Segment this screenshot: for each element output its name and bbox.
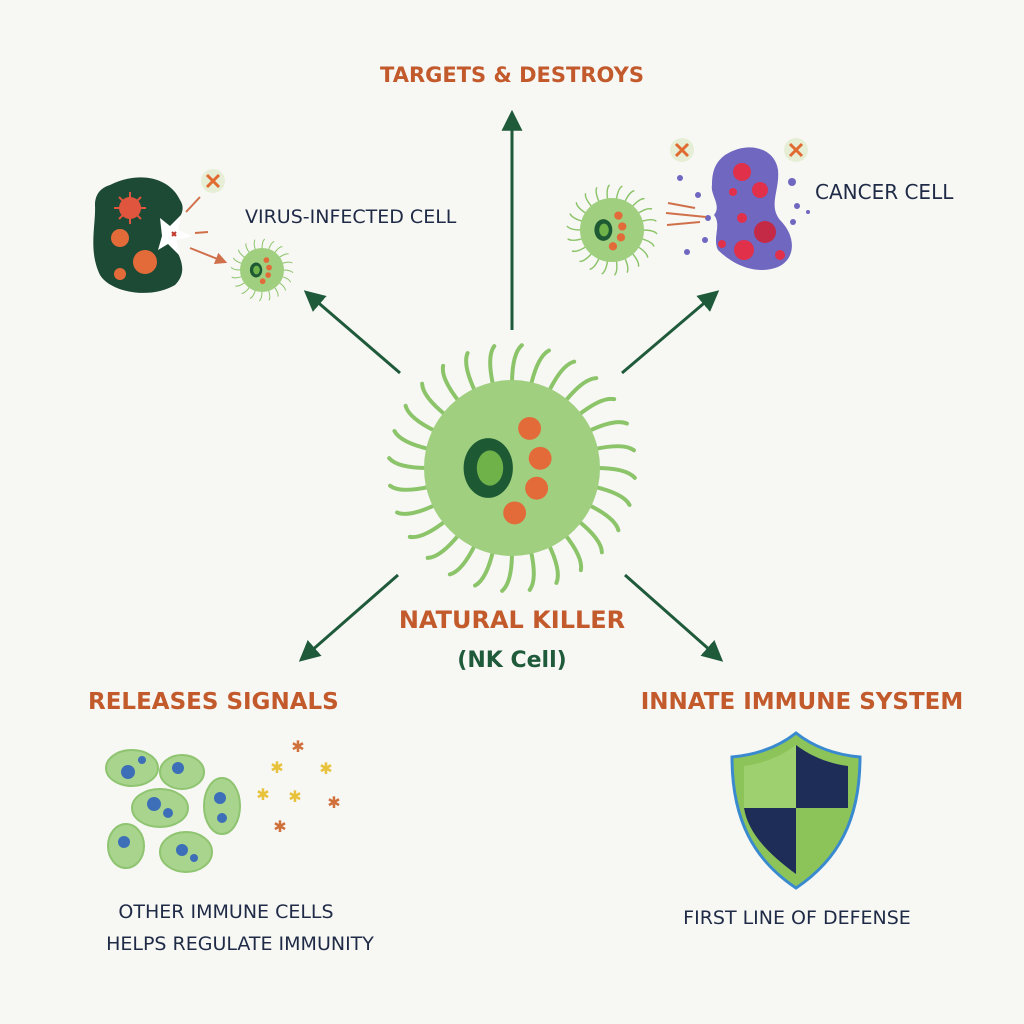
svg-text:✱: ✱	[256, 785, 269, 804]
signal-stars-icon: ✱ ✱ ✱ ✱ ✱ ✱ ✱	[256, 737, 340, 836]
svg-text:✱: ✱	[319, 759, 332, 778]
cancer-cell-icon	[665, 147, 810, 270]
immune-cells-cluster-icon	[105, 749, 241, 873]
nk-cell-icon	[387, 343, 637, 593]
x-badge-icon	[670, 138, 694, 162]
virus-infected-label: VIRUS-INFECTED CELL	[245, 206, 457, 228]
regulate-immunity-text: HELPS REGULATE IMMUNITY	[106, 933, 374, 955]
svg-text:✱: ✱	[270, 758, 283, 777]
arrow-up-right	[621, 290, 720, 375]
innate-immune-heading: INNATE IMMUNE SYSTEM	[641, 689, 964, 715]
svg-text:✱: ✱	[273, 817, 286, 836]
x-badge-icon	[784, 138, 808, 162]
first-line-defense-text: FIRST LINE OF DEFENSE	[683, 907, 911, 929]
nk-cell-small-icon	[566, 184, 658, 276]
other-immune-cells-text: OTHER IMMUNE CELLS	[118, 901, 333, 923]
svg-text:✱: ✱	[291, 737, 304, 756]
shield-icon	[730, 731, 862, 890]
nk-cell-small-icon	[230, 238, 294, 302]
arrow-up-left	[303, 290, 401, 375]
center-abbr: (NK Cell)	[457, 648, 566, 673]
arrow-down-left	[298, 573, 399, 662]
x-badge-icon	[201, 169, 225, 193]
releases-signals-heading: RELEASES SIGNALS	[88, 689, 339, 715]
svg-text:✱: ✱	[288, 787, 301, 806]
cancer-cell-label: CANCER CELL	[815, 180, 954, 204]
arrows	[298, 109, 724, 662]
title-targets-destroys: TARGETS & DESTROYS	[380, 63, 644, 87]
virus-infected-cell-icon	[93, 177, 228, 293]
svg-text:✱: ✱	[327, 793, 340, 812]
center-name: NATURAL KILLER	[399, 606, 625, 634]
arrow-down-right	[624, 573, 724, 662]
